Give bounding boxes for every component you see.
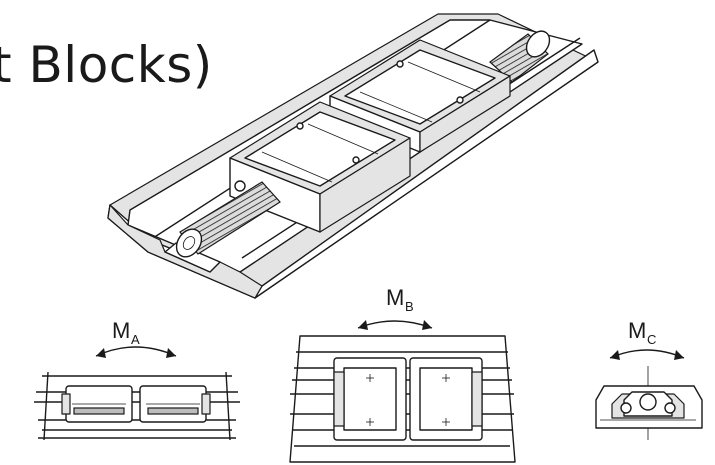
moment-label-ma-main: M [112,318,130,343]
slide-title-fragment: t Blocks) [0,36,213,94]
moment-label-mc: M C [628,318,656,347]
screw-shaft-front [175,181,281,258]
linear-block-front [229,101,411,233]
moment-label-mc-sub: C [647,332,656,347]
moment-label-ma-sub: A [131,332,140,347]
moment-label-mb-main: M [386,285,404,310]
moment-label-ma: M A [112,318,140,347]
moment-ma-diagram [34,346,240,441]
moment-label-mb-sub: B [405,299,414,314]
moment-label-mc-main: M [628,318,646,343]
moment-mb-diagram [289,320,516,463]
moment-label-mb: M B [386,285,414,314]
moment-mc-diagram [595,349,703,440]
